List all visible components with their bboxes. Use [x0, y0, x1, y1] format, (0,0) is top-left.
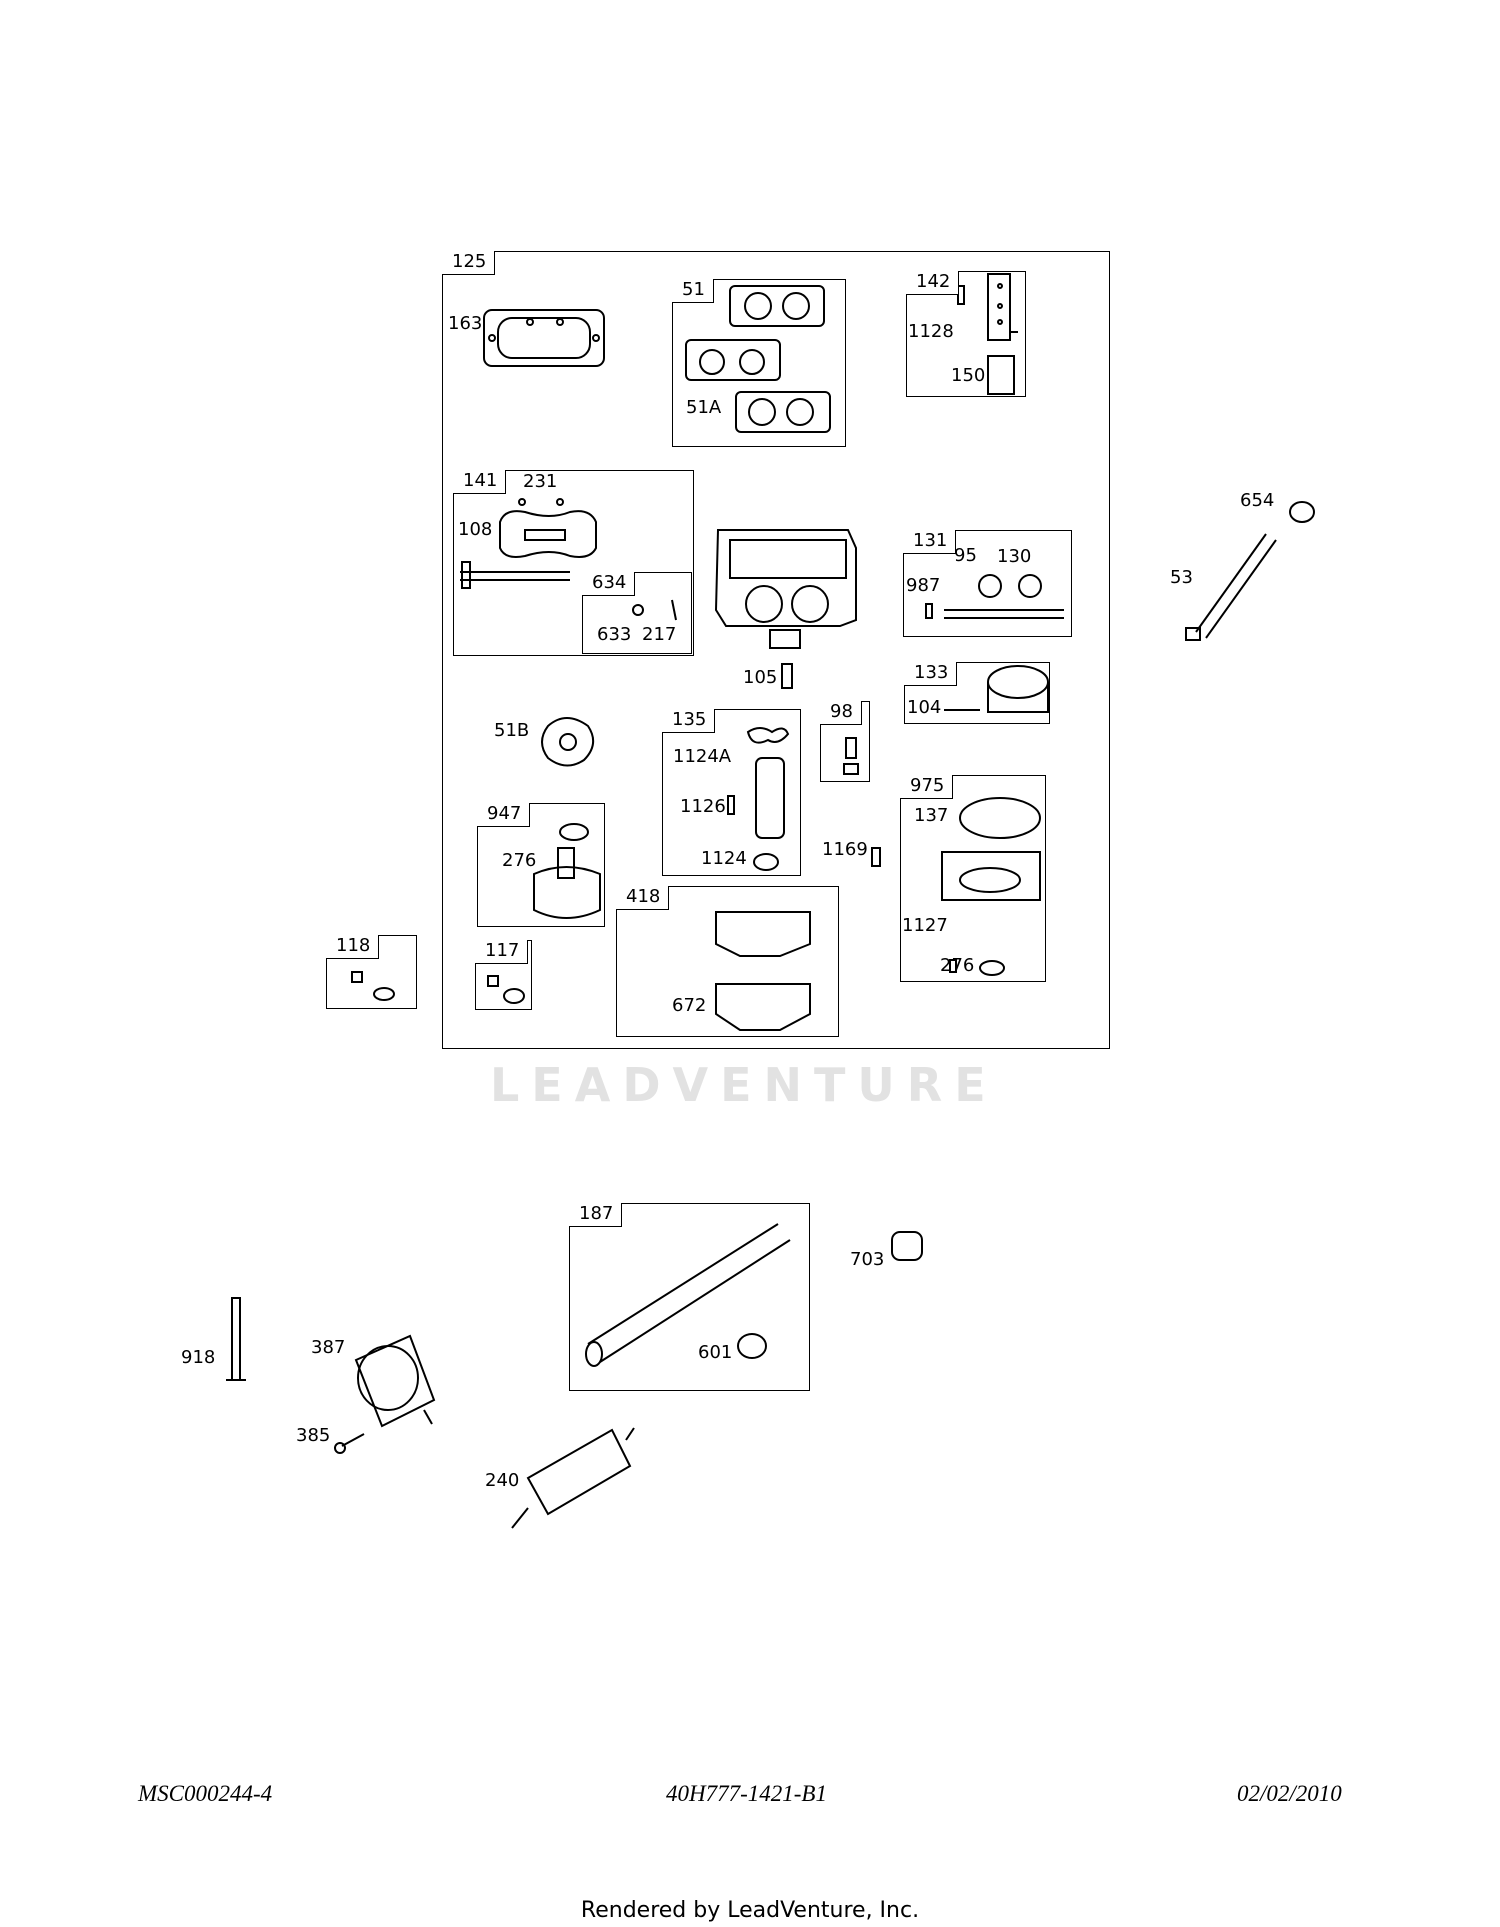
- box-label-634: 634: [582, 572, 636, 596]
- part-654-drawing: [1289, 501, 1315, 523]
- part-label-108: 108: [458, 519, 493, 540]
- part-label-95: 95: [954, 545, 977, 566]
- part-label-654: 654: [1240, 490, 1275, 511]
- part-label-276-975: 276: [940, 955, 975, 976]
- part-141-drawing: [460, 498, 597, 589]
- part-label-703: 703: [850, 1249, 885, 1270]
- rendered-by-credit: Rendered by LeadVenture, Inc.: [580, 1898, 920, 1923]
- part-label-387: 387: [311, 1337, 346, 1358]
- part-label-105: 105: [743, 667, 778, 688]
- part-703-drawing: [891, 1231, 923, 1261]
- assembly-box-125: 125: [442, 251, 1110, 1049]
- part-label-217: 217: [642, 624, 677, 645]
- part-label-130: 130: [997, 546, 1032, 567]
- part-1169-drawing: [871, 847, 881, 867]
- kit-box-142: 142: [906, 271, 1026, 397]
- part-label-1124a: 1124A: [673, 746, 732, 767]
- part-105-drawing: [781, 663, 793, 689]
- footer-document-id: MSC000244-4: [138, 1781, 273, 1806]
- kit-box-117: 117: [475, 940, 532, 1010]
- kit-box-634: 634: [582, 572, 692, 654]
- part-label-240: 240: [485, 1470, 520, 1491]
- part-133-drawing: [944, 665, 1049, 713]
- part-634-drawing: [632, 599, 677, 621]
- part-387-drawing: [354, 1334, 436, 1428]
- part-187-drawing: [585, 1223, 791, 1367]
- box-label-947: 947: [477, 803, 531, 827]
- kit-box-118: 118: [326, 935, 417, 1009]
- box-label-118: 118: [326, 935, 380, 959]
- part-label-1127: 1127: [902, 915, 948, 936]
- part-131-drawing: [925, 574, 1064, 619]
- part-label-51b: 51B: [494, 720, 530, 741]
- kit-box-187: 187: [569, 1203, 810, 1391]
- carburetor-drawing: [714, 529, 857, 649]
- part-51-drawing: [685, 285, 831, 433]
- box-label-975: 975: [900, 775, 954, 799]
- part-label-276-947: 276: [502, 850, 537, 871]
- box-label-142: 142: [906, 271, 960, 295]
- part-label-918: 918: [181, 1347, 216, 1368]
- part-label-987: 987: [906, 575, 941, 596]
- kit-box-975: 975: [900, 775, 1046, 982]
- part-label-51a: 51A: [686, 397, 722, 418]
- box-label-98: 98: [820, 701, 862, 725]
- box-label-133: 133: [904, 662, 958, 686]
- kit-box-133: 133: [904, 662, 1050, 724]
- part-label-231: 231: [523, 471, 558, 492]
- part-135-drawing: [727, 727, 790, 871]
- part-418-drawing: [715, 911, 811, 1031]
- kit-box-135: 135: [662, 709, 801, 876]
- part-label-385: 385: [296, 1425, 331, 1446]
- part-975-drawing: [941, 797, 1041, 976]
- part-label-633: 633: [597, 624, 632, 645]
- part-98-drawing: [843, 737, 859, 775]
- part-label-137: 137: [914, 805, 949, 826]
- box-label-141: 141: [453, 470, 507, 494]
- part-118-drawing: [351, 971, 395, 1001]
- part-label-1169: 1169: [822, 839, 868, 860]
- footer-date: 02/02/2010: [1237, 1781, 1342, 1806]
- part-53-drawing: [1185, 533, 1277, 641]
- box-label-125: 125: [442, 251, 496, 275]
- part-label-53: 53: [1170, 567, 1193, 588]
- part-163-drawing: [483, 309, 605, 367]
- part-601-drawing: [737, 1333, 767, 1359]
- footer-diagram-code: 40H777-1421-B1: [666, 1781, 827, 1806]
- part-label-672: 672: [672, 995, 707, 1016]
- box-label-135: 135: [662, 709, 716, 733]
- kit-box-131: 131: [903, 530, 1072, 637]
- part-label-104: 104: [907, 697, 942, 718]
- box-label-418: 418: [616, 886, 670, 910]
- part-label-601: 601: [698, 1342, 733, 1363]
- part-240-drawing: [511, 1427, 635, 1529]
- part-label-1128: 1128: [908, 321, 954, 342]
- kit-box-947: 947: [477, 803, 605, 927]
- part-947-drawing: [533, 823, 601, 919]
- kit-box-141: 141: [453, 470, 694, 656]
- part-385-drawing: [334, 1433, 365, 1454]
- kit-box-51: 51: [672, 279, 846, 447]
- watermark: LEADVENTURE: [490, 1058, 998, 1112]
- kit-box-98: 98: [820, 701, 870, 782]
- box-label-51: 51: [672, 279, 714, 303]
- kit-box-418: 418: [616, 886, 839, 1037]
- part-117-drawing: [487, 975, 525, 1004]
- box-label-131: 131: [903, 530, 957, 554]
- box-label-117: 117: [475, 940, 529, 964]
- part-918-drawing: [226, 1297, 246, 1381]
- box-label-187: 187: [569, 1203, 623, 1227]
- part-51b-drawing: [541, 717, 595, 767]
- part-label-1126: 1126: [680, 796, 726, 817]
- part-label-150: 150: [951, 365, 986, 386]
- part-label-1124: 1124: [701, 848, 747, 869]
- part-142-drawing: [957, 273, 1018, 395]
- part-label-163: 163: [448, 313, 483, 334]
